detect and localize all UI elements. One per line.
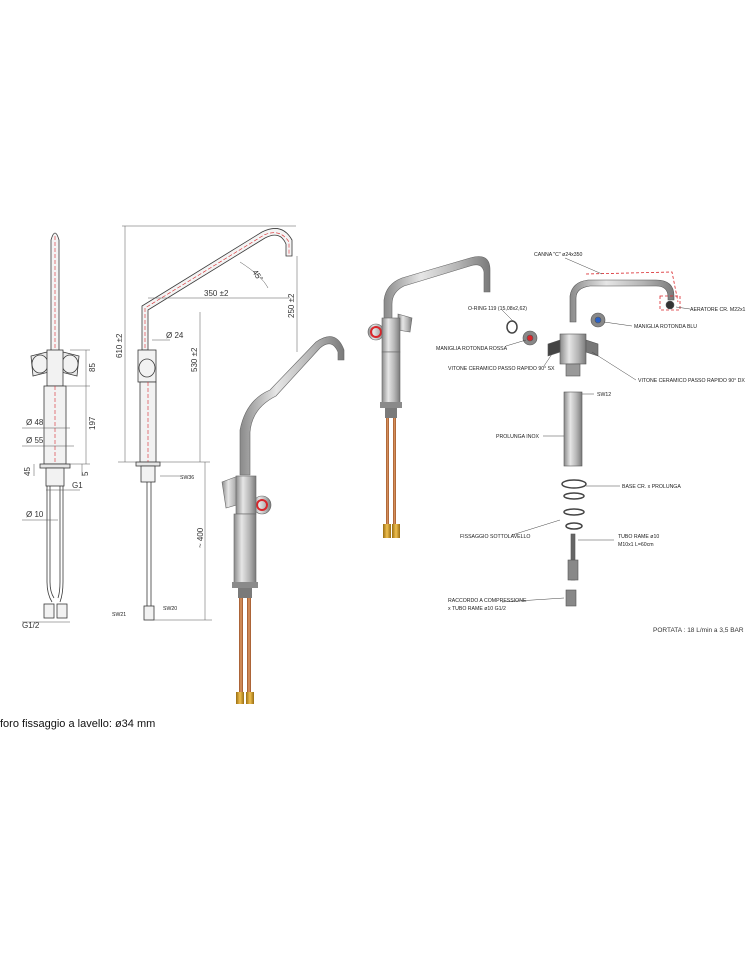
render2-body bbox=[381, 351, 401, 405]
front-view-dimensions: Ø 48 Ø 55 85 197 45 5 G1 Ø 10 G1/2 bbox=[22, 363, 97, 630]
dim-hose-length: ~ 400 bbox=[196, 527, 205, 548]
dim-h5: 5 bbox=[81, 471, 90, 476]
label-canna: CANNA "C" ø24x350 bbox=[534, 252, 582, 258]
dim-h45: 45 bbox=[23, 467, 32, 476]
label-aeratore: AERATORE CR. M22x1 bbox=[690, 307, 746, 313]
side-spout bbox=[141, 228, 293, 351]
side-hose bbox=[146, 482, 152, 606]
render1-fitting-left bbox=[236, 692, 244, 704]
label-vitone-sx: VITONE CERAMICO PASSO RAPIDO 90° SX bbox=[448, 366, 555, 372]
label-fissaggio: FISSAGGIO SOTTOLAVELLO bbox=[460, 534, 530, 540]
dim-angle: 45° bbox=[250, 268, 264, 283]
exploded-view bbox=[501, 257, 691, 607]
render-tap-rear bbox=[367, 256, 491, 538]
dim-g1: G1 bbox=[72, 481, 83, 490]
label-maniglia-rossa: MANIGLIA ROTONDA ROSSA bbox=[436, 346, 508, 352]
dim-d10: Ø 10 bbox=[26, 510, 44, 519]
dim-h85: 85 bbox=[88, 363, 97, 372]
render1-hose-right bbox=[247, 598, 251, 692]
dim-d55: Ø 55 bbox=[26, 436, 44, 445]
exploded-oring bbox=[506, 320, 518, 334]
dim-reach: 350 ±2 bbox=[204, 289, 229, 298]
render2-hose-left bbox=[386, 418, 389, 524]
label-sw12: SW12 bbox=[597, 392, 611, 398]
exploded-spout bbox=[569, 279, 675, 323]
render-tap-front bbox=[221, 336, 345, 704]
exploded-base-ring-2 bbox=[563, 492, 585, 500]
label-maniglia-blu: MANIGLIA ROTONDA BLU bbox=[634, 324, 697, 330]
side-view-dimensions: 350 ±2 45° 250 ±2 Ø 24 610 ±2 530 ±2 ~ 4… bbox=[112, 268, 296, 618]
render1-hose-left bbox=[239, 598, 243, 692]
render1-body bbox=[233, 513, 257, 585]
render2-fitting-right bbox=[392, 524, 400, 538]
exploded-fixing-ring-1 bbox=[563, 508, 585, 516]
exploded-cartridge-right bbox=[585, 339, 599, 357]
label-raccordo-2: x TUBO RAME ø10 G1/2 bbox=[448, 606, 506, 612]
dim-spout-rise: 250 ±2 bbox=[287, 293, 296, 318]
side-view bbox=[118, 225, 298, 621]
label-base: BASE CR. x PROLUNGA bbox=[622, 484, 681, 490]
label-raccordo-1: RACCORDO A COMPRESSIONE bbox=[448, 598, 527, 604]
label-sw21: SW21 bbox=[112, 612, 126, 618]
exploded-extension-tube bbox=[563, 391, 583, 467]
exploded-view-labels: CANNA "C" ø24x350 AERATORE CR. M22x1 O-R… bbox=[436, 252, 746, 634]
exploded-cartridge-left bbox=[547, 339, 561, 357]
label-sw36: SW36 bbox=[180, 475, 194, 481]
dim-d24: Ø 24 bbox=[166, 331, 184, 340]
exploded-compression-fitting bbox=[565, 589, 577, 607]
dim-h197: 197 bbox=[88, 416, 97, 430]
front-view bbox=[22, 232, 90, 623]
exploded-fixing-ring-2 bbox=[565, 522, 583, 530]
dim-total-height: 610 ±2 bbox=[115, 333, 124, 358]
front-hoses bbox=[49, 486, 61, 599]
label-prolunga: PROLUNGA INOX bbox=[496, 434, 539, 440]
label-sw20: SW20 bbox=[163, 606, 177, 612]
render1-fitting-right bbox=[246, 692, 254, 704]
label-tubo-1: TUBO RAME ø10 bbox=[618, 534, 659, 540]
label-portata: PORTATA : 18 L/min a 3,5 BAR bbox=[653, 627, 744, 634]
label-oring: O-RING 119 (15,08x2,62) bbox=[468, 306, 527, 312]
render1-spout bbox=[239, 336, 345, 476]
mounting-hole-caption: foro fissaggio a lavello: ø34 mm bbox=[0, 718, 156, 730]
label-vitone-dx: VITONE CERAMICO PASSO RAPIDO 90° DX bbox=[638, 378, 745, 384]
render2-hose-right bbox=[393, 418, 396, 524]
dim-body-height: 530 ±2 bbox=[190, 347, 199, 372]
label-tubo-2: M10x1 L=60cm bbox=[618, 542, 654, 548]
exploded-aerator bbox=[665, 300, 675, 310]
exploded-base-ring-1 bbox=[561, 479, 587, 489]
render2-spout bbox=[383, 256, 491, 323]
dim-g12: G1/2 bbox=[22, 621, 40, 630]
render2-fitting-left bbox=[383, 524, 391, 538]
dim-d48: Ø 48 bbox=[26, 418, 44, 427]
